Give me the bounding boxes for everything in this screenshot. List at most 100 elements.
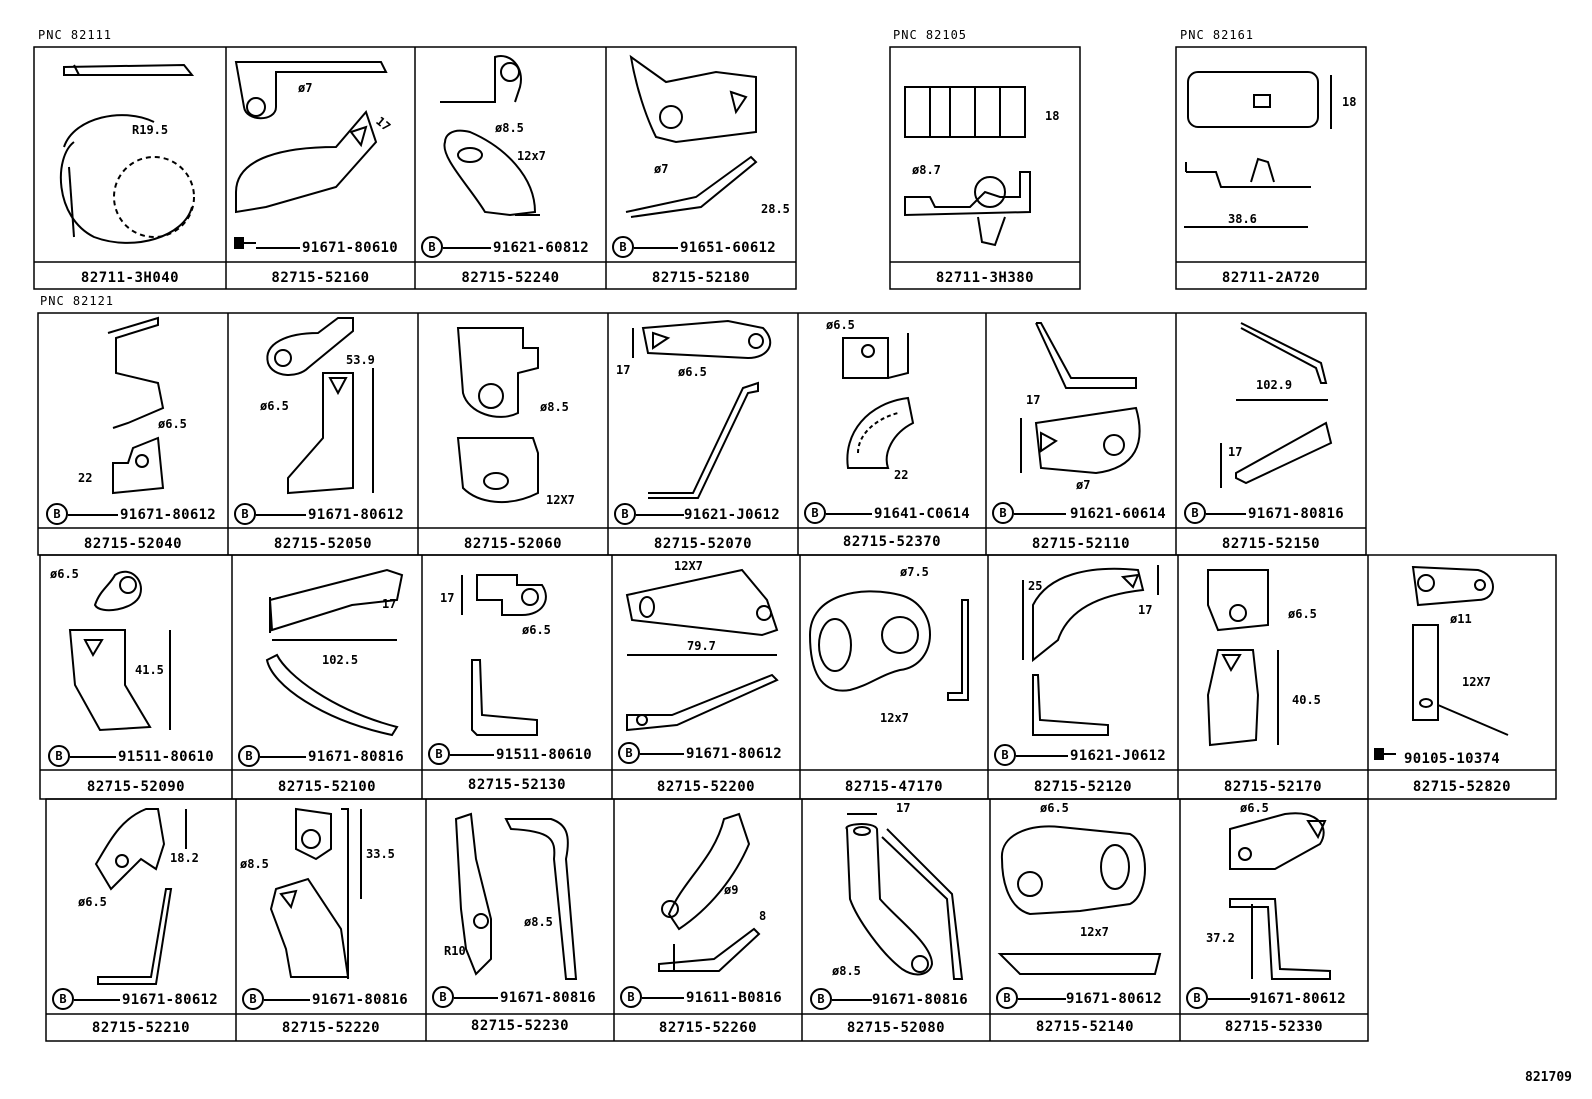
part-number: 82715-52370 bbox=[842, 534, 942, 550]
b-symbol-icon: B bbox=[432, 986, 454, 1008]
part-cell-82715-52370[interactable]: ø6.5 22 B 91641-C0614 82715-52370 bbox=[798, 313, 986, 555]
leader-line bbox=[634, 247, 678, 249]
part-cell-82715-52160[interactable]: ø7 17 91671-80610 82715-52160 bbox=[226, 47, 415, 289]
part-drawing bbox=[456, 327, 539, 504]
leader-line bbox=[454, 997, 498, 999]
b-symbol-icon: B bbox=[48, 745, 70, 767]
part-cell-82711-2A720[interactable]: 18 38.6 82711-2A720 bbox=[1176, 47, 1366, 289]
part-cell-82715-52100[interactable]: 17 102.5 B 91671-80816 82715-52100 bbox=[232, 555, 422, 799]
part-cell-82715-52230[interactable]: ø8.5 R10 B 91671-80816 82715-52230 bbox=[426, 799, 614, 1041]
part-cell-82715-52260[interactable]: ø9 8 B 91611-B0816 82715-52260 bbox=[614, 799, 802, 1041]
part-cell-82715-52130[interactable]: 17 ø6.5 B 91511-80610 82715-52130 bbox=[422, 555, 612, 799]
part-drawing bbox=[658, 812, 761, 972]
leader-line bbox=[68, 514, 118, 516]
dim-label: 53.9 bbox=[346, 353, 375, 367]
part-cell-82715-47170[interactable]: ø7.5 12x7 82715-47170 bbox=[800, 555, 988, 799]
part-drawing bbox=[461, 574, 547, 736]
part-cell-82715-52200[interactable]: 12X7 79.7 B 91671-80612 82715-52200 bbox=[612, 555, 800, 799]
bolt-number: 91671-80816 bbox=[1248, 506, 1345, 522]
part-drawing bbox=[808, 590, 969, 701]
part-cell-82715-52210[interactable]: 18.2 ø6.5 B 91671-80612 82715-52210 bbox=[46, 799, 236, 1041]
part-cell-82715-52170[interactable]: ø6.5 40.5 82715-52170 bbox=[1178, 555, 1368, 799]
part-cell-82715-52070[interactable]: 17 ø6.5 B 91621-J0612 82715-52070 bbox=[608, 313, 798, 555]
bolt-number: 91651-60612 bbox=[680, 240, 777, 256]
part-drawing bbox=[1206, 569, 1279, 747]
part-number: 82715-52100 bbox=[277, 779, 377, 795]
part-number: 82715-52210 bbox=[91, 1020, 191, 1036]
leader-line bbox=[640, 753, 684, 755]
dim-label: ø8.5 bbox=[240, 857, 269, 871]
dim-label: 18 bbox=[1045, 109, 1060, 123]
dim-label: 12x7 bbox=[1080, 925, 1109, 939]
part-drawing bbox=[454, 812, 578, 980]
leader-line bbox=[1014, 513, 1066, 515]
part-cell-82715-52330[interactable]: ø6.5 37.2 B 91671-80612 82715-52330 bbox=[1180, 799, 1368, 1041]
part-drawing bbox=[904, 86, 1031, 247]
dim-label: ø6.5 bbox=[158, 417, 187, 431]
dim-label: ø7.5 bbox=[900, 565, 929, 579]
b-symbol-icon: B bbox=[421, 236, 443, 258]
dim-label: 12X7 bbox=[546, 493, 575, 507]
part-drawing bbox=[1022, 565, 1159, 736]
part-drawing bbox=[1184, 71, 1332, 228]
part-cell-82715-52820[interactable]: ø11 12X7 90105-10374 82715-52820 bbox=[1368, 555, 1556, 799]
part-drawing bbox=[265, 568, 404, 737]
part-number: 82715-52150 bbox=[1221, 536, 1321, 552]
part-number: 82715-52070 bbox=[653, 536, 753, 552]
part-number: 82715-47170 bbox=[844, 779, 944, 795]
dim-label: R19.5 bbox=[132, 123, 169, 137]
bolt-number: 91621-J0612 bbox=[684, 507, 781, 523]
diagram-reference: 821709 bbox=[1525, 1070, 1572, 1085]
bolt-number: 91621-60614 bbox=[1070, 506, 1167, 522]
part-cell-82715-52240[interactable]: ø8.5 12x7 B 91621-60812 82715-52240 bbox=[415, 47, 606, 289]
b-symbol-icon: B bbox=[614, 503, 636, 525]
part-number: 82711-3H380 bbox=[935, 270, 1035, 286]
b-symbol-icon: B bbox=[1184, 502, 1206, 524]
part-number: 82715-52120 bbox=[1033, 779, 1133, 795]
dim-label: ø6.5 bbox=[260, 399, 289, 413]
part-cell-82715-52050[interactable]: 53.9 ø6.5 B 91671-80612 82715-52050 bbox=[228, 313, 418, 555]
part-cell-82715-52140[interactable]: ø6.5 12x7 B 91671-80612 82715-52140 bbox=[990, 799, 1180, 1041]
part-cell-82715-52220[interactable]: ø8.5 33.5 B 91671-80816 82715-52220 bbox=[236, 799, 426, 1041]
part-cell-82715-52110[interactable]: 17 ø7 B 91621-60614 82715-52110 bbox=[986, 313, 1176, 555]
part-cell-82715-52060[interactable]: ø8.5 12X7 82715-52060 bbox=[418, 313, 608, 555]
dim-label: ø8.7 bbox=[912, 163, 941, 177]
leader-line bbox=[832, 999, 872, 1001]
dim-label: 41.5 bbox=[135, 663, 164, 677]
dim-label: 25 bbox=[1028, 579, 1043, 593]
part-drawing bbox=[107, 316, 165, 495]
part-cell-82711-3H040[interactable]: R19.5 82711-3H040 bbox=[34, 47, 226, 289]
bolt-number: 91511-80610 bbox=[118, 749, 215, 765]
b-symbol-icon: B bbox=[810, 988, 832, 1010]
dim-label: 102.5 bbox=[322, 653, 359, 667]
leader-line bbox=[1018, 998, 1066, 1000]
part-number: 82715-52820 bbox=[1412, 779, 1512, 795]
dim-label: 28.5 bbox=[761, 202, 790, 216]
part-cell-82715-52090[interactable]: ø6.5 41.5 B 91511-80610 82715-52090 bbox=[40, 555, 232, 799]
leader-line bbox=[264, 999, 310, 1001]
dim-label: 12X7 bbox=[1462, 675, 1491, 689]
dim-label: ø8.5 bbox=[832, 964, 861, 978]
b-symbol-icon: B bbox=[52, 988, 74, 1010]
bolt-number: 91621-60812 bbox=[493, 240, 590, 256]
b-symbol-icon: B bbox=[618, 742, 640, 764]
part-cell-82715-52150[interactable]: 102.9 17 B 91671-80816 82715-52150 bbox=[1176, 313, 1366, 555]
part-cell-82715-52120[interactable]: 25 17 B 91621-J0612 82715-52120 bbox=[988, 555, 1178, 799]
part-number: 82715-52160 bbox=[271, 270, 370, 286]
part-cell-82715-52080[interactable]: 17 ø8.5 B 91671-80816 82715-52080 bbox=[802, 799, 990, 1041]
b-symbol-icon: B bbox=[992, 502, 1014, 524]
bolt-number: 91611-B0816 bbox=[686, 990, 783, 1006]
dim-label: 17 bbox=[440, 591, 455, 605]
dim-label: 12X7 bbox=[674, 559, 703, 573]
dim-label: ø6.5 bbox=[678, 365, 707, 379]
dim-label: ø6.5 bbox=[1040, 801, 1069, 815]
dim-label: 79.7 bbox=[687, 639, 716, 653]
part-number: 82715-52260 bbox=[658, 1020, 758, 1036]
part-drawing bbox=[68, 570, 171, 732]
bolt-number: 91671-80612 bbox=[122, 992, 219, 1008]
dim-label: 17 bbox=[1138, 603, 1153, 617]
part-number: 82711-2A720 bbox=[1221, 270, 1321, 286]
part-cell-82711-3H380[interactable]: 18 ø8.7 82711-3H380 bbox=[890, 47, 1080, 289]
part-cell-82715-52180[interactable]: ø7 28.5 B 91651-60612 82715-52180 bbox=[606, 47, 796, 289]
part-cell-82715-52040[interactable]: ø6.5 22 B 91671-80612 82715-52040 bbox=[38, 313, 228, 555]
